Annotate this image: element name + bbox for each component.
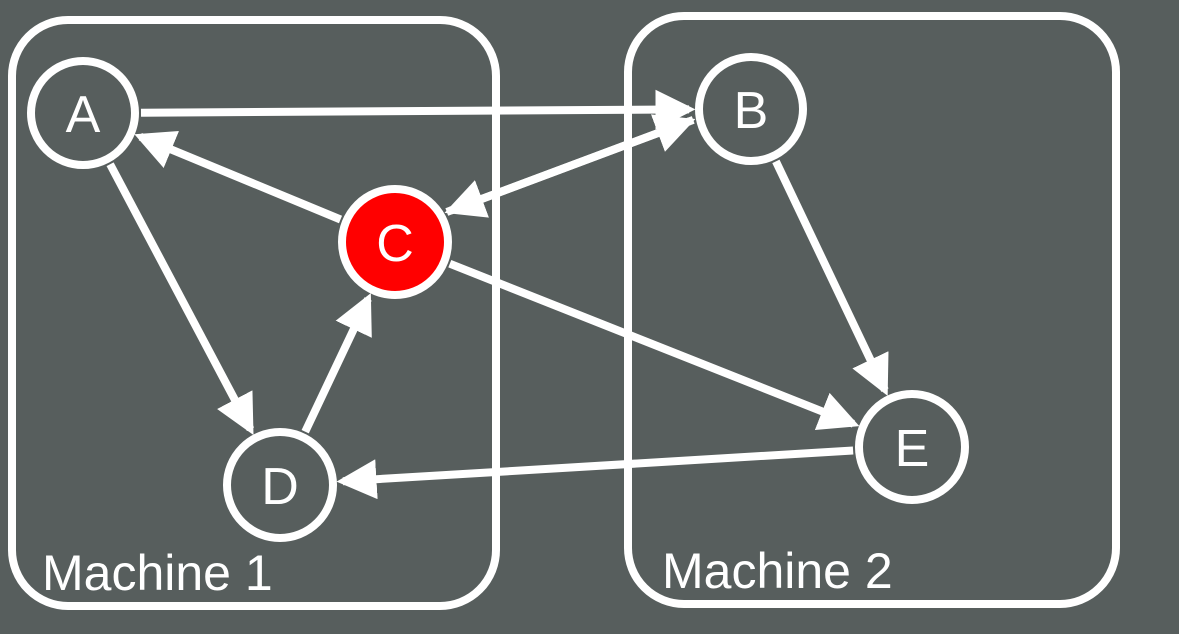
node-b: B xyxy=(695,53,807,165)
node-a-circle xyxy=(27,57,139,169)
node-b-circle xyxy=(695,53,807,165)
node-c-circle xyxy=(338,185,452,299)
node-d-circle xyxy=(223,428,337,542)
node-b-label: B xyxy=(734,82,769,140)
edge-b-to-c xyxy=(444,116,695,218)
node-d-label: D xyxy=(261,458,299,516)
node-a-label: A xyxy=(66,86,101,144)
edge-c-to-a xyxy=(134,131,343,224)
machine-2-label: Machine 2 xyxy=(662,543,893,599)
machine-1-box: Machine 1 xyxy=(8,16,500,610)
edge-e-to-d xyxy=(336,446,854,500)
machine-2-box: Machine 2 xyxy=(624,12,1120,608)
node-e: E xyxy=(855,390,969,504)
edges xyxy=(106,89,889,500)
edge-a-to-d xyxy=(106,162,255,435)
node-e-label: E xyxy=(895,420,930,478)
node-a: A xyxy=(27,57,139,169)
node-c: C xyxy=(338,185,452,299)
node-d: D xyxy=(223,428,337,542)
edge-b-to-e xyxy=(772,159,889,396)
node-e-circle xyxy=(855,390,969,504)
edge-a-to-b xyxy=(140,89,696,130)
edge-d-to-c xyxy=(301,293,372,434)
node-c-label: C xyxy=(376,215,414,273)
machine-1-label: Machine 1 xyxy=(42,545,273,601)
nodes: A B C D E xyxy=(27,53,969,542)
edge-c-to-e xyxy=(448,259,860,431)
